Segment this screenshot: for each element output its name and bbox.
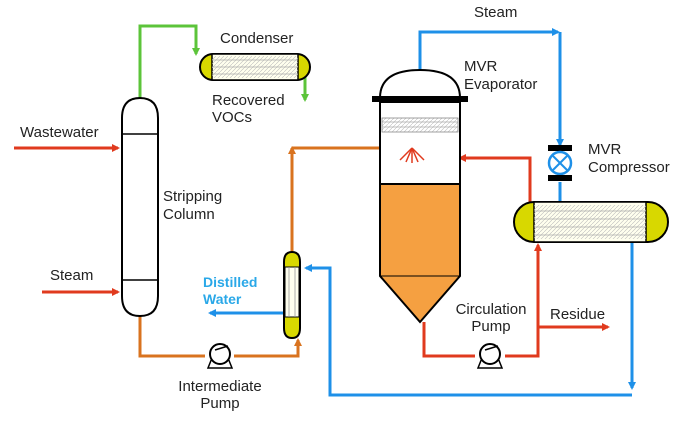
label-stripping-column-1: Stripping [163,188,223,205]
mvr-evaporator [372,68,468,324]
evaporator-bottoms-line [422,322,475,358]
label-residue: Residue [550,306,606,323]
label-intermediate-pump-2: Pump [200,395,240,412]
label-steam-left: Steam [50,267,94,284]
intermediate-pump-outlet-line [234,338,302,358]
stripping-column [121,96,159,318]
label-wastewater: Wastewater [20,124,99,141]
vapor-line [138,24,200,100]
mvr-heat-exchanger [513,201,669,243]
mvr-compressor-icon [547,145,573,181]
label-stripping-column-2: Column [163,206,215,223]
label-mvr-evaporator-1: MVR [464,58,498,75]
label-distilled-water-1: Distilled [203,274,258,290]
label-mvr-evaporator-2: Evaporator [464,76,538,93]
spray-nozzle-icon [399,147,425,163]
label-condenser: Condenser [220,30,294,47]
label-steam-top: Steam [474,4,518,21]
circulation-pump-outlet-line [505,243,542,358]
label-mvr-compressor-1: MVR [588,141,622,158]
intermediate-pump-icon [206,343,234,369]
label-recovered-vocs-1: Recovered [212,92,285,109]
condenser [199,53,311,81]
label-recovered-vocs-2: VOCs [212,109,253,126]
circulation-pump-icon [476,343,504,369]
label-circulation-pump-2: Pump [471,318,511,335]
label-distilled-water-2: Water [203,291,242,307]
distilled-water-exchanger [283,250,301,340]
label-intermediate-pump-1: Intermediate [178,378,262,395]
heated-return-line [458,154,532,202]
column-bottoms-line [138,312,205,358]
condensate-return-line [304,264,632,397]
label-circulation-pump-1: Circulation [455,301,527,318]
label-mvr-compressor-2: Compressor [588,159,670,176]
